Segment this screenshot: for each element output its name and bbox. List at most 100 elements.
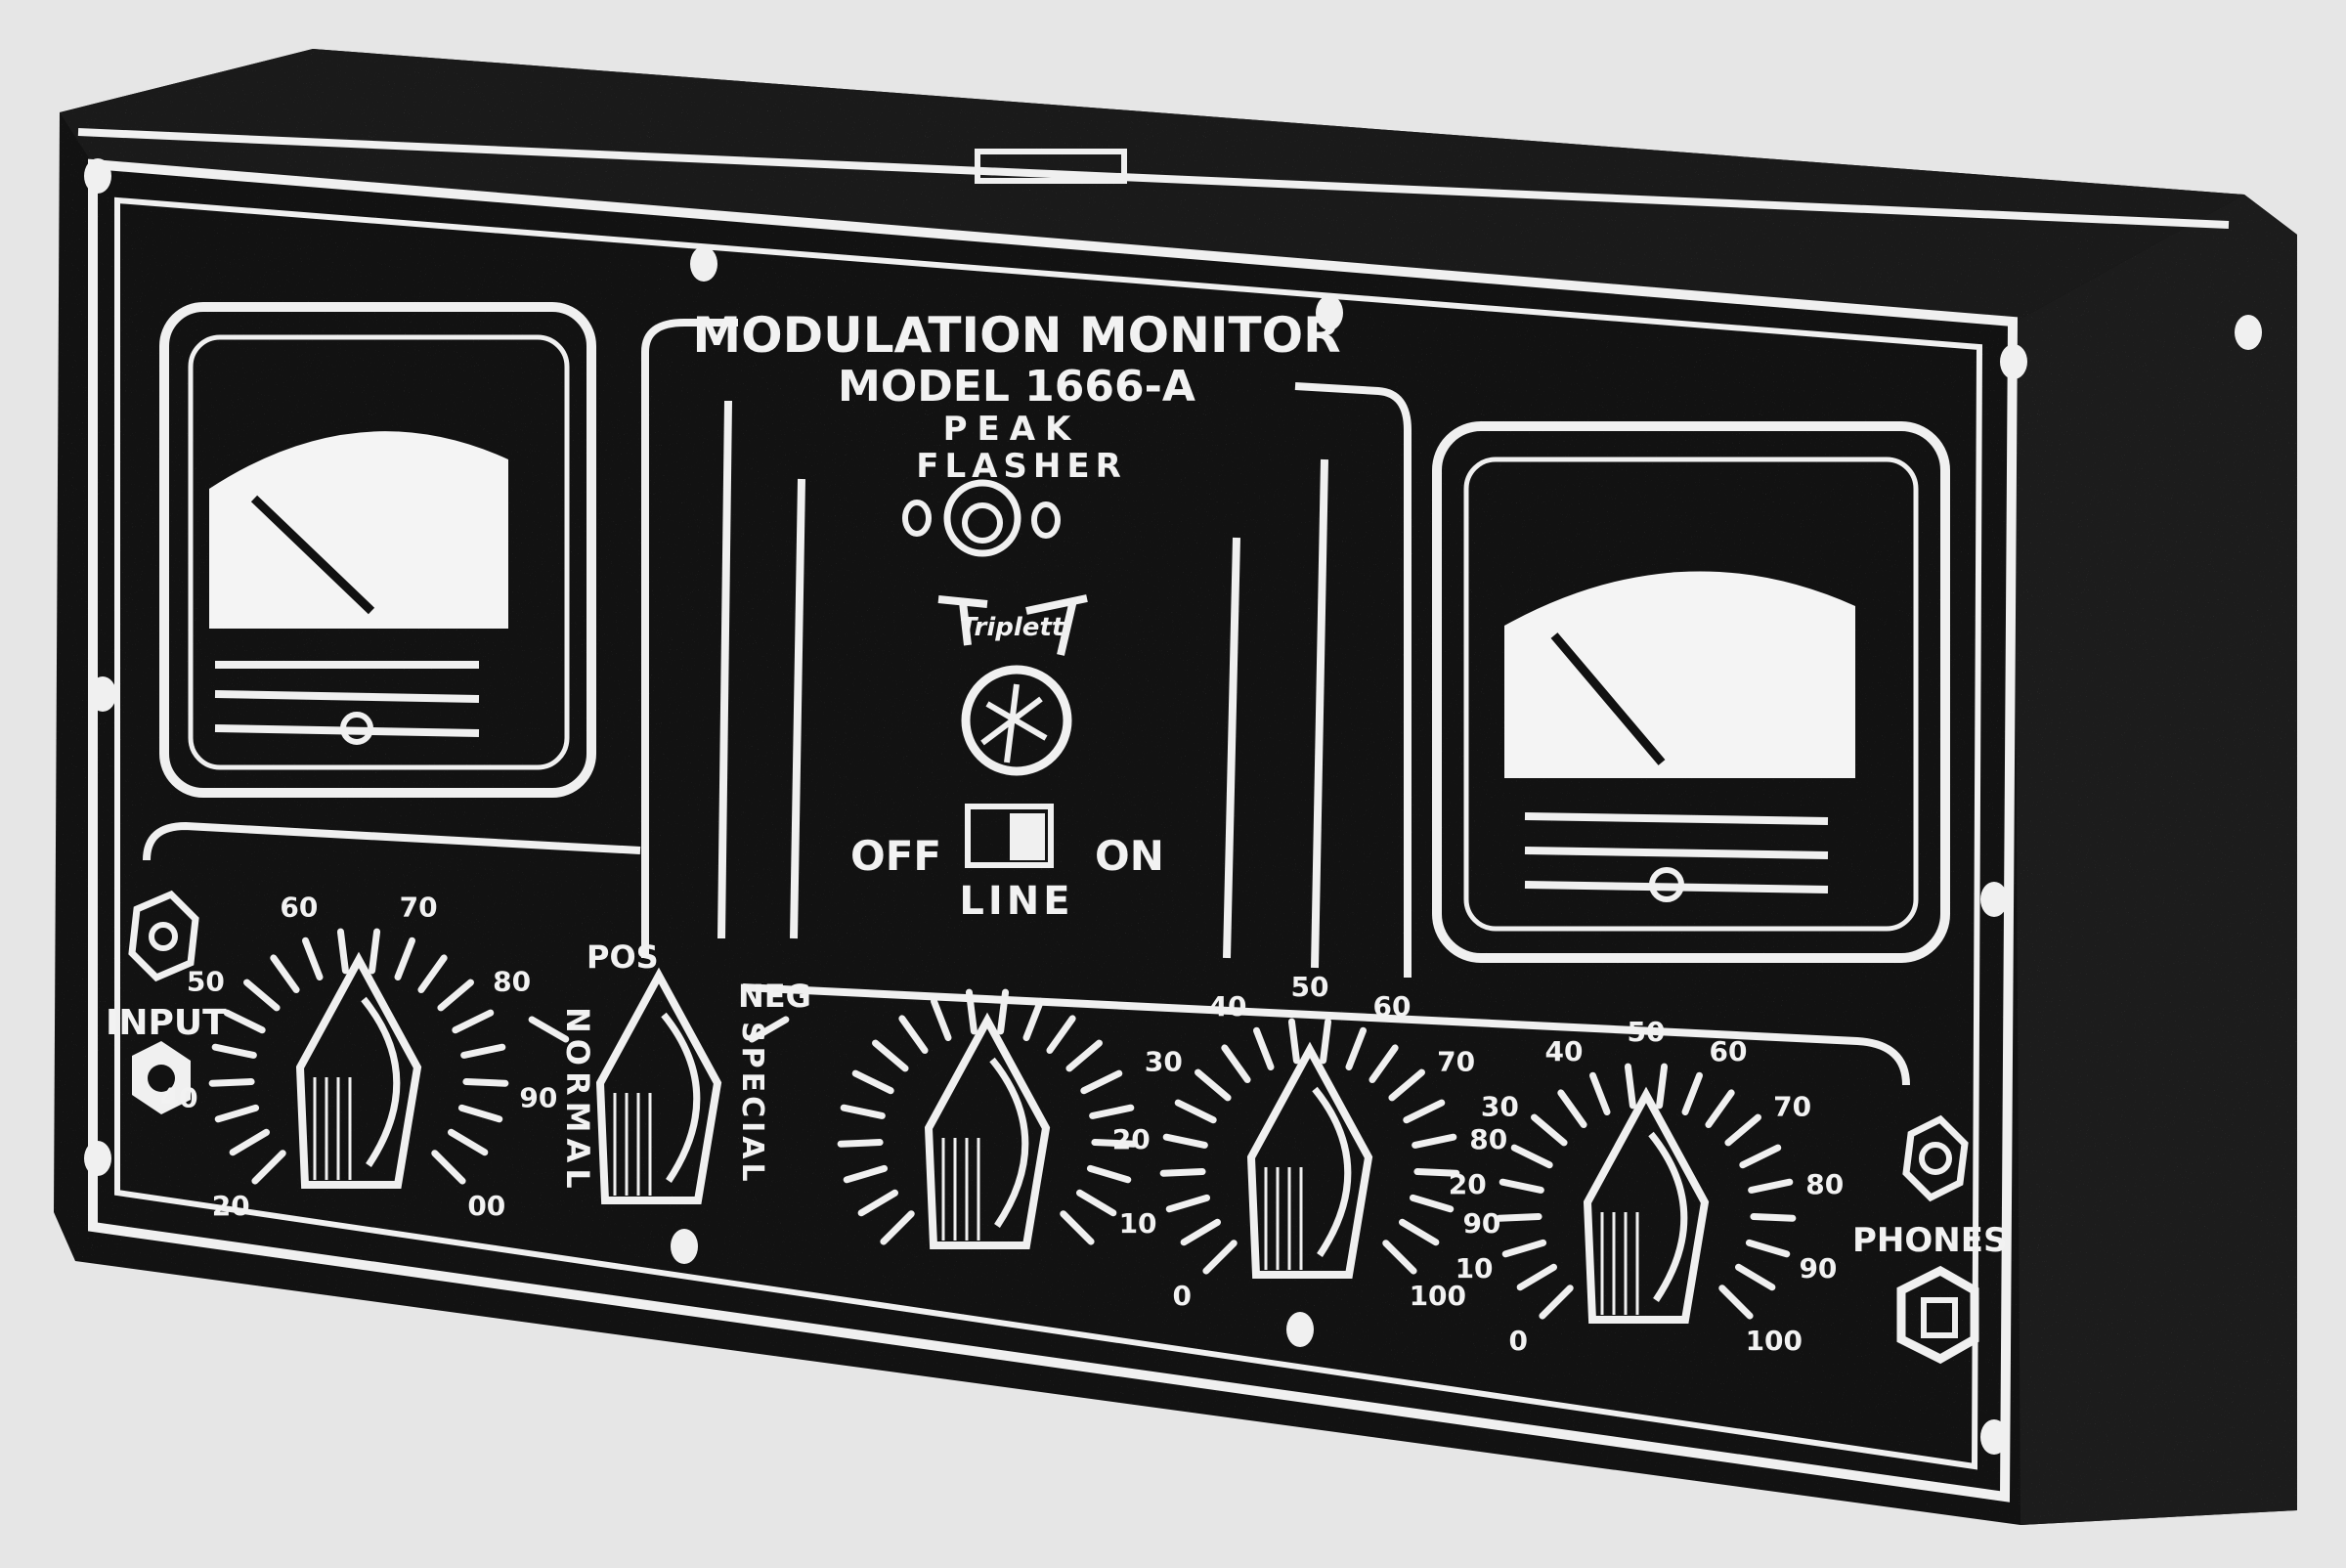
switch-line-label: LINE xyxy=(959,879,1073,924)
dial-scale-label: 50 xyxy=(187,966,225,998)
input-jack-bottom[interactable] xyxy=(132,1041,191,1114)
switch-on-label: ON xyxy=(1095,832,1164,880)
dial-tick xyxy=(1403,1099,1446,1124)
dial-tick xyxy=(1516,1263,1558,1291)
dial-scale-label: 70 xyxy=(1437,1045,1475,1077)
left-meter xyxy=(159,302,596,798)
line-switch[interactable] xyxy=(965,804,1054,868)
dial-tick xyxy=(1388,1068,1425,1102)
screw-icon xyxy=(1316,295,1343,330)
neg-label: NEG xyxy=(738,978,811,1015)
dial-tick xyxy=(748,1016,790,1043)
dial-tick xyxy=(1080,1069,1123,1095)
pos-label: POS xyxy=(586,938,659,976)
phones-jack-top[interactable] xyxy=(1902,1114,1969,1202)
dial-knob-2[interactable] xyxy=(528,967,790,1204)
dial-tick xyxy=(369,928,381,975)
dial-tick xyxy=(457,1104,503,1123)
knob-pointer xyxy=(295,951,422,1189)
dial-tick xyxy=(1065,1039,1103,1072)
meter-needle xyxy=(250,495,375,615)
dial-tick xyxy=(460,1043,506,1059)
panel-title: MODULATION MONITOR xyxy=(692,307,1340,364)
dial-tick xyxy=(223,1009,266,1034)
dial-scale-label: 60 xyxy=(1373,990,1412,1023)
dial-tick xyxy=(431,1150,466,1185)
dial-tick xyxy=(1745,1239,1791,1258)
dial-scale-label: 100 xyxy=(1746,1325,1803,1357)
dial-scale-label: 40 xyxy=(1545,1035,1584,1067)
special-label: SPECIAL xyxy=(735,1022,769,1186)
dial-tick xyxy=(872,1039,909,1072)
dial-tick xyxy=(528,1016,570,1043)
meter-face xyxy=(1504,571,1855,778)
dial-tick xyxy=(1174,1099,1217,1124)
switch-off-label: OFF xyxy=(850,832,941,880)
dial-tick xyxy=(462,1078,509,1087)
adjust-knob[interactable] xyxy=(961,665,1072,776)
dial-tick xyxy=(229,1128,271,1156)
dial-tick xyxy=(1510,1144,1553,1169)
dial-tick xyxy=(1046,1015,1076,1054)
screw-icon xyxy=(902,500,932,537)
dial-scale-label: 80 xyxy=(493,966,531,998)
dial-tick xyxy=(851,1069,894,1095)
dial-tick xyxy=(1398,1218,1440,1246)
knob-skirt xyxy=(989,1057,1029,1228)
knob-skirt xyxy=(1312,1086,1352,1257)
dial-tick xyxy=(301,936,324,981)
dial-tick xyxy=(837,1139,884,1148)
dial-tick xyxy=(1287,1018,1300,1065)
input-label: INPUT xyxy=(106,1003,227,1043)
knob-pointer xyxy=(1246,1041,1373,1279)
dial-tick xyxy=(1624,1063,1636,1110)
meter-needle xyxy=(1550,632,1666,765)
dial-tick xyxy=(965,988,978,1035)
dial-tick xyxy=(1221,1044,1251,1083)
dial-tick xyxy=(898,1015,929,1054)
dial-scale-label: 20 xyxy=(1449,1168,1487,1200)
dial-tick xyxy=(1409,1194,1455,1213)
dial-scale-label: 30 xyxy=(1145,1045,1183,1077)
dial-scale-label: 60 xyxy=(1710,1035,1748,1067)
dial-tick xyxy=(997,988,1010,1035)
screw-icon xyxy=(2000,344,2027,379)
right-meter xyxy=(1432,421,1950,963)
dial-tick xyxy=(452,1009,495,1034)
dial-tick xyxy=(1539,1285,1574,1320)
dial-tick xyxy=(1022,997,1045,1042)
screw-icon xyxy=(89,676,116,712)
dial-tick xyxy=(243,979,281,1012)
dial-tick xyxy=(1202,1240,1238,1275)
dial-scale-label: 10 xyxy=(1119,1207,1157,1240)
dial-tick xyxy=(447,1128,489,1156)
dial-tick xyxy=(208,1078,255,1087)
dial-scale-label: 0 xyxy=(1508,1325,1527,1357)
dial-tick xyxy=(1739,1144,1782,1169)
dial-scale-label: 90 xyxy=(519,1082,557,1114)
dial-scale-label: 70 xyxy=(400,891,438,923)
zero-adjust-screw xyxy=(340,712,373,745)
dial-scale-label: 40 xyxy=(160,1082,198,1114)
dial-tick xyxy=(1382,1240,1417,1275)
dial-scale-label: 50 xyxy=(1291,971,1329,1003)
dial-tick xyxy=(1320,1018,1332,1065)
screw-icon xyxy=(690,246,717,282)
dial-tick xyxy=(1086,1164,1132,1184)
dial-scale-label: 90 xyxy=(1799,1252,1837,1285)
dial-knob-3[interactable] xyxy=(837,988,1138,1249)
dial-scale-label: 60 xyxy=(280,891,318,923)
meter-face xyxy=(209,431,508,629)
dial-tick xyxy=(1705,1089,1735,1128)
dial-tick xyxy=(857,1189,899,1217)
phones-jack-bottom[interactable] xyxy=(1896,1265,1979,1365)
triplett-logo: Triplett xyxy=(937,594,1088,656)
dial-tick xyxy=(1075,1189,1117,1217)
peak-flasher-lamp xyxy=(902,479,1061,557)
input-jack-top[interactable] xyxy=(128,890,199,982)
